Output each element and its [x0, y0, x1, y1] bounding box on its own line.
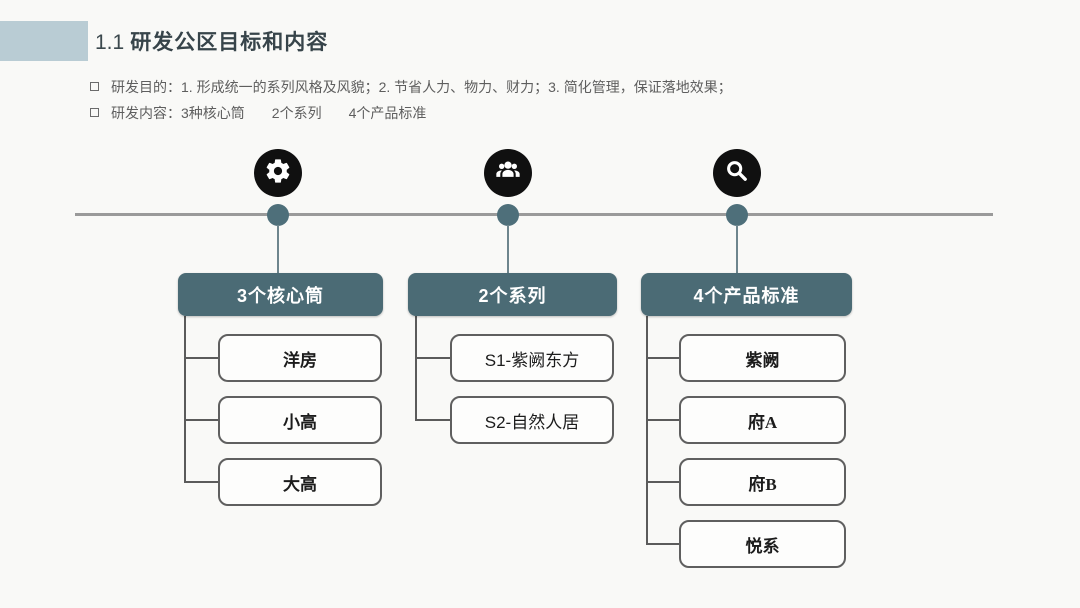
- tree-header-series: 2个系列: [408, 273, 617, 316]
- bullet-content-line: 研发内容：3种核心筒 2个系列 4个产品标准: [90, 103, 426, 123]
- tree-node: S1-紫阙东方: [450, 334, 614, 382]
- tree-branch-line: [184, 419, 218, 421]
- tree-branch-line: [184, 357, 218, 359]
- timeline-stem: [507, 225, 509, 274]
- timeline-stem: [277, 225, 279, 274]
- tree-node: 悦系: [679, 520, 846, 568]
- gear-icon: [264, 157, 292, 190]
- content-item: 3种核心筒: [181, 105, 245, 121]
- tree-node: 小高: [218, 396, 382, 444]
- tree-node: 府A: [679, 396, 846, 444]
- bullet-goal-text: 研发目的：1. 形成统一的系列风格及风貌；2. 节省人力、物力、财力；3. 简化…: [111, 79, 732, 95]
- bullet-content-label: 研发内容：: [111, 105, 181, 121]
- tree-node: 洋房: [218, 334, 382, 382]
- square-bullet-icon: [90, 82, 99, 91]
- bullet-goal-line: 研发目的：1. 形成统一的系列风格及风貌；2. 节省人力、物力、财力；3. 简化…: [90, 77, 732, 97]
- tree-branch-line: [646, 481, 679, 483]
- content-item: 2个系列: [271, 105, 322, 121]
- tree-branch-line: [646, 419, 679, 421]
- tree-node: S2-自然人居: [450, 396, 614, 444]
- tree-node: 府B: [679, 458, 846, 506]
- search-icon: [723, 157, 751, 190]
- team-icon: [494, 157, 522, 190]
- timeline-dot: [726, 204, 748, 226]
- page-title: 研发公区目标和内容: [130, 31, 329, 54]
- header-accent-bar: [0, 21, 88, 61]
- tree-branch-line: [415, 419, 450, 421]
- timeline-dot: [267, 204, 289, 226]
- timeline-dot: [497, 204, 519, 226]
- tree-branch-line: [415, 357, 450, 359]
- milestone-circle-2: [484, 149, 532, 197]
- milestone-circle-1: [254, 149, 302, 197]
- tree-header-core-tubes: 3个核心筒: [178, 273, 383, 316]
- tree-trunk-line: [184, 316, 186, 482]
- tree-trunk-line: [646, 316, 648, 544]
- tree-header-product-standards: 4个产品标准: [641, 273, 852, 316]
- tree-trunk-line: [415, 316, 417, 420]
- tree-node: 紫阙: [679, 334, 846, 382]
- page-title-number: 1.1: [95, 31, 125, 54]
- milestone-circle-3: [713, 149, 761, 197]
- timeline-line: [75, 213, 993, 216]
- square-bullet-icon: [90, 108, 99, 117]
- timeline-stem: [736, 225, 738, 274]
- tree-branch-line: [184, 481, 218, 483]
- tree-node: 大高: [218, 458, 382, 506]
- tree-branch-line: [646, 543, 679, 545]
- tree-branch-line: [646, 357, 679, 359]
- content-item: 4个产品标准: [348, 105, 427, 121]
